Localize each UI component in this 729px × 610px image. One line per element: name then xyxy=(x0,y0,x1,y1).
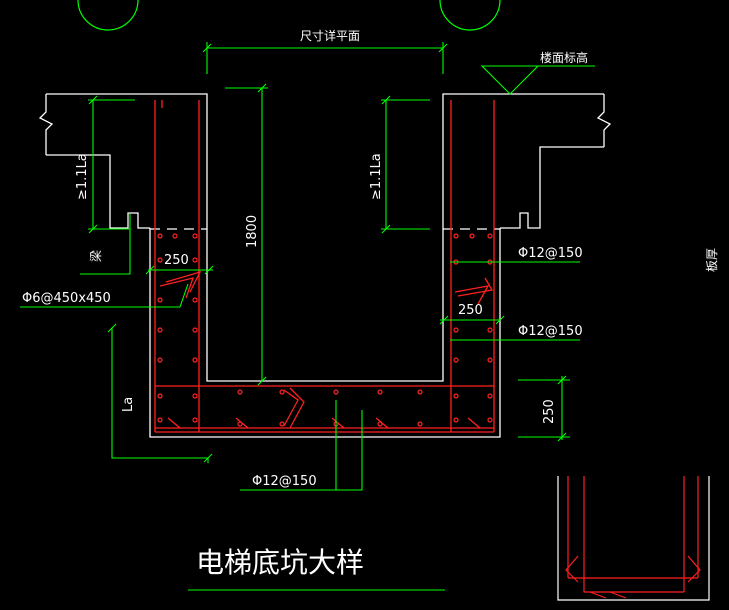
label-rebar-right-2: Φ12@150 xyxy=(518,324,583,339)
drawing-title: 电梯底坑大样 xyxy=(196,546,364,579)
label-floor-level: 楼面标高 xyxy=(540,50,588,65)
label-wall-width-right: 250 xyxy=(458,303,483,318)
rebar-layout xyxy=(154,100,495,433)
label-side: 板厚 xyxy=(705,248,719,272)
label-beam: 梁 xyxy=(88,250,103,262)
label-anchor-bottom: La xyxy=(121,397,136,412)
concrete-outline xyxy=(38,93,612,438)
label-dim-top: 尺寸详平面 xyxy=(300,28,360,43)
section-detail-inset xyxy=(557,476,710,601)
label-slab-thickness: 250 xyxy=(542,399,557,424)
label-wall-width-left: 250 xyxy=(164,253,189,268)
rebar-dots xyxy=(157,233,493,427)
label-rebar-right-1: Φ12@150 xyxy=(518,246,583,261)
label-rebar-bottom: Φ12@150 xyxy=(252,474,317,489)
label-depth: 1800 xyxy=(245,215,260,248)
circle-arc-left xyxy=(77,0,139,31)
circle-arc-right xyxy=(439,0,501,31)
dimension-lines xyxy=(20,42,595,591)
label-anchor-right: ≥1.1La xyxy=(369,153,384,200)
label-anchor-left: ≥1.1La xyxy=(75,153,90,200)
label-tie-bar: Φ6@450x450 xyxy=(22,291,111,306)
